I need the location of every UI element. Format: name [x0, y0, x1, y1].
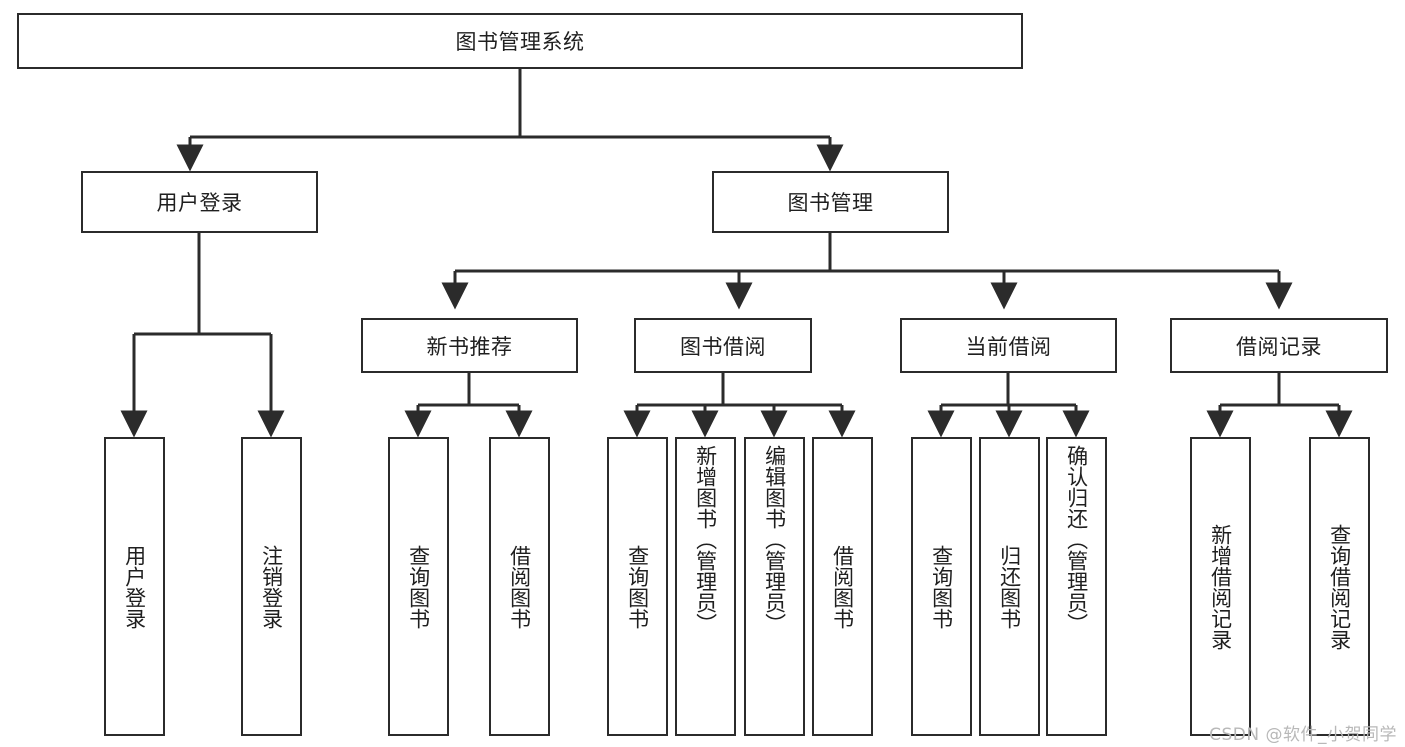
node-label: 归还图书 [997, 544, 1022, 629]
node-label: 图书管理 [787, 191, 874, 215]
leaf-user-login[interactable]: 用户登录 [104, 437, 165, 736]
leaf-add-borrow-record[interactable]: 新增借阅记录 [1190, 437, 1251, 736]
node-label: 注销登录 [259, 544, 284, 629]
node-root-book-management-system[interactable]: 图书管理系统 [17, 13, 1023, 69]
node-label: 查询借阅记录 [1327, 523, 1352, 650]
leaf-query-borrow-record[interactable]: 查询借阅记录 [1309, 437, 1370, 736]
leaf-query-book-borrow[interactable]: 查询图书 [607, 437, 668, 736]
node-label: 新书推荐 [426, 334, 513, 359]
node-label: 借阅记录 [1236, 334, 1322, 359]
node-user-login[interactable]: 用户登录 [81, 171, 318, 233]
leaf-edit-book-admin[interactable]: 编辑图书（管理员） [744, 437, 805, 736]
leaf-add-book-admin[interactable]: 新增图书（管理员） [675, 437, 736, 736]
node-borrow-record[interactable]: 借阅记录 [1170, 318, 1388, 373]
node-label: 图书借阅 [680, 334, 766, 359]
node-label: 新增图书（管理员） [693, 445, 718, 634]
node-label: 用户登录 [156, 191, 243, 215]
node-label: 借阅图书 [830, 544, 855, 629]
node-current-borrow[interactable]: 当前借阅 [900, 318, 1117, 373]
watermark-text: CSDN @软件_小贺同学 [1209, 725, 1397, 745]
node-book-borrow[interactable]: 图书借阅 [634, 318, 812, 373]
node-book-management[interactable]: 图书管理 [712, 171, 949, 233]
leaf-query-book-new[interactable]: 查询图书 [388, 437, 449, 736]
node-label: 编辑图书（管理员） [762, 445, 787, 634]
node-label: 查询图书 [625, 544, 650, 629]
node-new-book-recommend[interactable]: 新书推荐 [361, 318, 578, 373]
node-label: 图书管理系统 [455, 30, 585, 54]
node-label: 新增借阅记录 [1208, 523, 1233, 650]
leaf-borrow-book[interactable]: 借阅图书 [812, 437, 873, 736]
node-label: 查询图书 [406, 544, 431, 629]
leaf-borrow-book-new[interactable]: 借阅图书 [489, 437, 550, 736]
leaf-confirm-return-admin[interactable]: 确认归还（管理员） [1046, 437, 1107, 736]
node-label: 确认归还（管理员） [1064, 445, 1089, 634]
node-label: 借阅图书 [507, 544, 532, 629]
node-label: 用户登录 [122, 544, 147, 629]
node-label: 查询图书 [929, 544, 954, 629]
leaf-logout[interactable]: 注销登录 [241, 437, 302, 736]
node-label: 当前借阅 [965, 334, 1052, 359]
leaf-return-book[interactable]: 归还图书 [979, 437, 1040, 736]
leaf-query-book-current[interactable]: 查询图书 [911, 437, 972, 736]
